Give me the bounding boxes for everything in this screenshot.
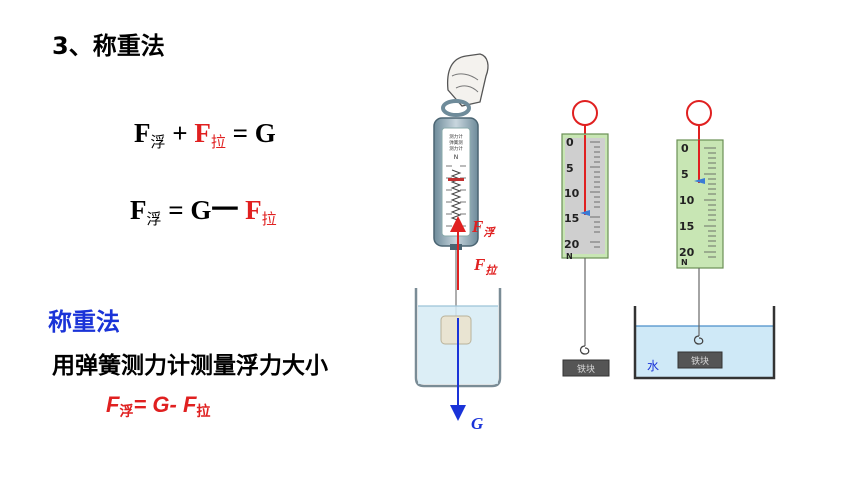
subscript-float: 浮 [146, 210, 162, 228]
svg-text:20: 20 [564, 238, 580, 251]
label-g: G [471, 414, 484, 433]
equals-g: = G [232, 118, 276, 148]
formula-balance: F浮 + F拉 = G [134, 118, 276, 152]
spring-scale-in-air: 0 5 10 15 20 N 铁块 [561, 100, 610, 377]
spring-scale-hanging: 测力计 弹簧测 测力计 N [433, 117, 479, 250]
svg-text:测力计: 测力计 [449, 133, 463, 140]
svg-text:15: 15 [679, 220, 694, 233]
water-label: 水 [647, 359, 659, 373]
svg-text:N: N [454, 154, 459, 161]
method-title: 称重法 [48, 308, 120, 336]
plus-sign: + [172, 118, 188, 148]
force-f: F [130, 195, 147, 225]
svg-text:0: 0 [566, 136, 574, 149]
label-f-float: F浮 [471, 217, 496, 239]
svg-text:0: 0 [681, 142, 689, 155]
svg-text:20: 20 [679, 246, 695, 259]
label-f-pull: F拉 [473, 255, 498, 277]
svg-text:15: 15 [564, 212, 579, 225]
svg-text:10: 10 [679, 194, 695, 207]
force-f-pull: F拉 [194, 118, 226, 151]
section-title: 3、称重法 [52, 32, 165, 60]
svg-text:10: 10 [564, 187, 580, 200]
meter-ring [441, 99, 471, 117]
method-description: 用弹簧测力计测量浮力大小 [52, 353, 328, 379]
svg-text:N: N [681, 258, 688, 267]
svg-text:铁块: 铁块 [577, 363, 595, 375]
hand-icon [446, 53, 489, 107]
formula-summary: F浮= G- F拉 [106, 392, 211, 419]
equals-g-minus: = G一 [168, 195, 239, 225]
svg-text:N: N [566, 252, 573, 261]
svg-text:铁块: 铁块 [691, 355, 709, 367]
svg-text:5: 5 [566, 162, 574, 175]
formula-buoyancy: F浮 = G一 F拉 [130, 188, 277, 229]
force-f-pull: F拉 [245, 195, 277, 228]
svg-text:测力计: 测力计 [449, 145, 463, 152]
spring-scale-in-water: 0 5 10 15 20 N 铁块 [676, 100, 724, 369]
force-f: F [134, 118, 151, 148]
svg-text:5: 5 [681, 168, 689, 181]
subscript-float: 浮 [150, 133, 166, 151]
svg-text:弹簧测: 弹簧测 [449, 139, 463, 146]
